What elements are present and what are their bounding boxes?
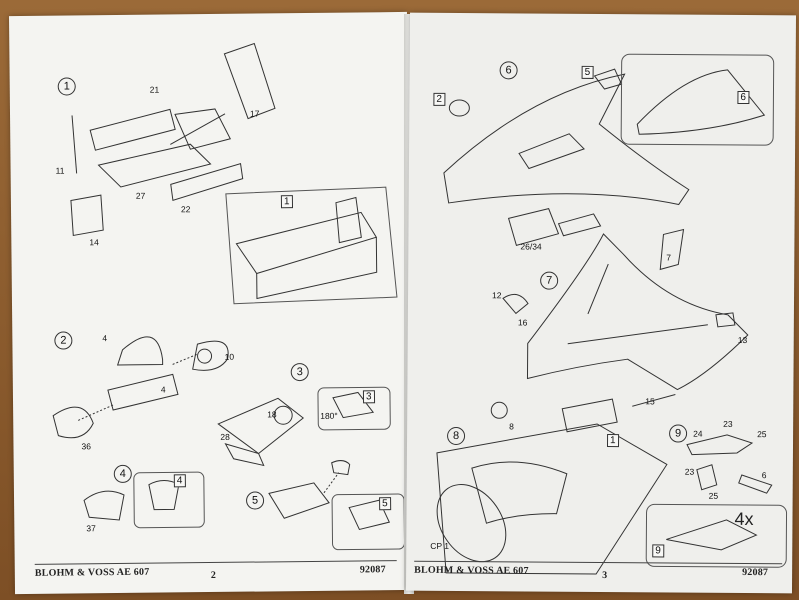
part-label: 14 [89, 237, 99, 248]
step-number: 4 [113, 464, 132, 484]
part-label: 13 [737, 334, 748, 346]
step-number: 3 [290, 362, 309, 382]
part-label: 36 [81, 441, 92, 452]
step-number: 5 [245, 491, 265, 510]
part-label: 27 [135, 190, 146, 201]
step-number: 2 [54, 331, 73, 350]
part-label: 37 [86, 523, 96, 534]
boxed-reference: 1 [280, 195, 293, 209]
kit-number: 92087 [742, 566, 769, 579]
page-number: 3 [602, 570, 608, 582]
part-label: 11 [55, 165, 65, 176]
part-label: CP 1 [430, 540, 450, 551]
part-label: 4 [160, 384, 166, 395]
footer-title: BLOHM & VOSS AE 607 [34, 566, 150, 579]
part-label: 180° [320, 410, 338, 421]
part-label: 18 [267, 409, 277, 420]
part-label: 23 [684, 466, 695, 477]
step-number: 1 [57, 77, 76, 96]
step-number: 9 [669, 424, 688, 443]
boxed-reference: 3 [362, 390, 375, 404]
left-page-diagrams [52, 42, 406, 551]
part-label: 26/34 [520, 241, 542, 252]
step-number: 8 [447, 426, 466, 446]
quantity-multiplier: 4x [734, 508, 754, 530]
boxed-reference: 2 [433, 92, 446, 106]
part-label: 15 [645, 396, 655, 407]
step-number: 7 [540, 271, 559, 290]
part-label: 25 [708, 490, 719, 501]
part-label: 4 [102, 333, 108, 344]
right-page-diagrams [436, 53, 788, 575]
part-label: 23 [723, 418, 733, 429]
part-label: 8 [509, 421, 514, 432]
part-label: 22 [180, 204, 191, 215]
part-label: 21 [149, 84, 160, 95]
part-label: 6 [761, 470, 767, 481]
boxed-reference: 5 [581, 65, 594, 79]
part-label: 12 [492, 290, 502, 301]
part-label: 7 [666, 252, 672, 263]
part-label: 28 [220, 431, 230, 442]
boxed-reference: 6 [737, 90, 750, 105]
boxed-reference: 5 [379, 497, 391, 511]
step-number: 6 [499, 61, 518, 80]
page-number: 2 [210, 569, 217, 582]
part-label: 25 [757, 429, 767, 440]
boxed-reference: 1 [606, 434, 619, 448]
kit-number: 92087 [359, 564, 386, 576]
boxed-reference: 9 [652, 544, 664, 558]
part-label: 16 [517, 317, 528, 328]
part-label: 17 [249, 108, 260, 119]
instruction-page-left: 1 2 3 4 5 1 3 4 5 21 17 11 27 14 22 4 10… [8, 11, 414, 595]
instruction-page-right: 6 7 8 9 2 5 6 1 9 26/34 12 16 7 13 15 8 … [405, 12, 797, 594]
boxed-reference: 4 [173, 474, 186, 488]
footer-title: BLOHM & VOSS AE 607 [414, 564, 529, 577]
part-label: 10 [224, 351, 235, 362]
part-label: 24 [693, 428, 703, 439]
